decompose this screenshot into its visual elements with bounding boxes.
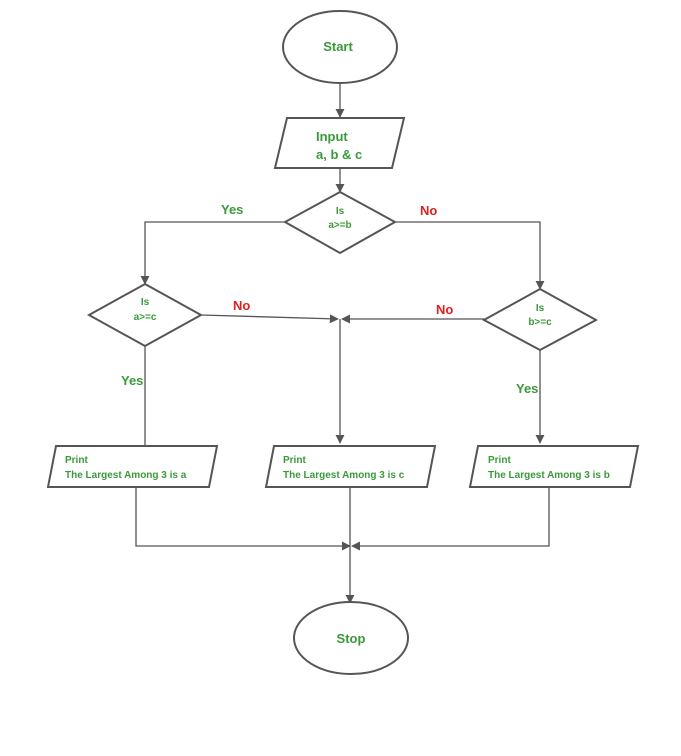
input-node: Input a, b & c xyxy=(273,117,406,169)
print-a-node: Print The Largest Among 3 is a xyxy=(46,445,219,488)
input-label-line2: a, b & c xyxy=(316,147,362,162)
edge-label-yes-2: Yes xyxy=(121,373,143,388)
edge-cond1-no xyxy=(395,221,545,290)
print-c-line1: Print xyxy=(283,455,306,466)
edge-print-a-to-merge xyxy=(135,487,351,551)
decision-a-ge-c-diamond xyxy=(86,282,204,348)
stop-ellipse xyxy=(293,601,409,675)
edge-label-yes-3: Yes xyxy=(516,381,538,396)
start-label: Start xyxy=(323,39,353,54)
decision-b-ge-c: Is b>=c xyxy=(481,287,599,352)
decision-a-ge-b-diamond xyxy=(282,190,398,255)
decision-a-ge-c-line1: Is xyxy=(141,297,150,308)
decision-b-ge-c-line2: b>=c xyxy=(528,317,552,328)
edge-label-yes-1: Yes xyxy=(221,202,243,217)
decision-a-ge-b-line2: a>=b xyxy=(328,220,351,231)
edge-cond1-yes xyxy=(140,221,285,285)
print-b-parallelogram xyxy=(468,445,640,488)
stop-node: Stop xyxy=(293,601,409,675)
print-b-line2: The Largest Among 3 is b xyxy=(488,470,610,481)
edges xyxy=(135,84,550,604)
print-c-node: Print The Largest Among 3 is c xyxy=(264,445,437,488)
decision-a-ge-c: Is a>=c xyxy=(86,282,204,348)
start-node: Start xyxy=(282,10,398,84)
print-c-line2: The Largest Among 3 is c xyxy=(283,470,405,481)
input-parallelogram xyxy=(273,117,406,169)
decision-b-ge-c-diamond xyxy=(481,287,599,352)
edge-print-b-to-merge xyxy=(351,487,550,551)
input-label-line1: Input xyxy=(316,129,348,144)
stop-label: Stop xyxy=(337,631,366,646)
print-b-line1: Print xyxy=(488,455,511,466)
decision-b-ge-c-line1: Is xyxy=(536,303,545,314)
start-ellipse xyxy=(282,10,398,84)
print-a-line2: The Largest Among 3 is a xyxy=(65,470,187,481)
print-a-line1: Print xyxy=(65,455,88,466)
print-b-node: Print The Largest Among 3 is b xyxy=(468,445,640,488)
decision-a-ge-b: Is a>=b xyxy=(282,190,398,255)
decision-a-ge-c-line2: a>=c xyxy=(134,312,157,323)
print-a-parallelogram xyxy=(46,445,219,488)
edge-cond2-no xyxy=(200,314,339,324)
edge-label-no-1: No xyxy=(420,203,437,218)
print-c-parallelogram xyxy=(264,445,437,488)
decision-a-ge-b-line1: Is xyxy=(336,206,345,217)
edge-label-no-3: No xyxy=(436,302,453,317)
edge-label-no-2: No xyxy=(233,298,250,313)
